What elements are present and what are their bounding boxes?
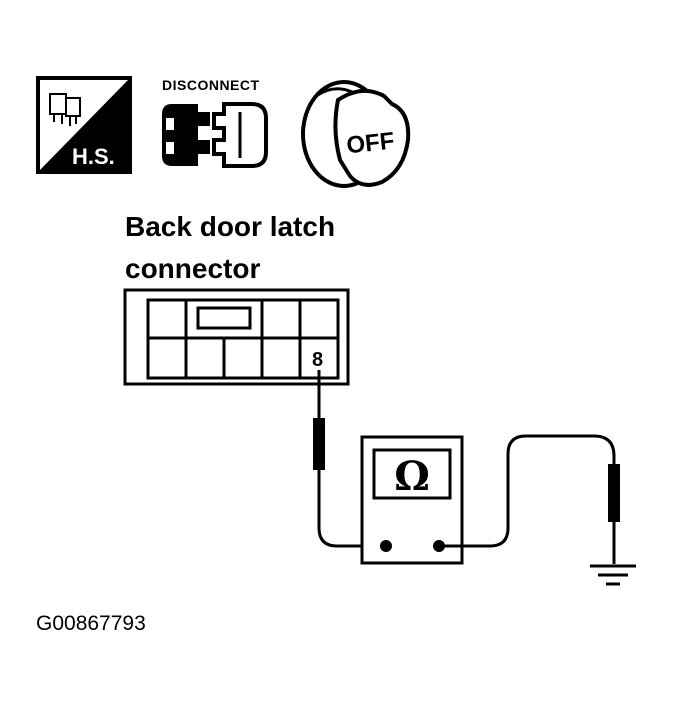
test-lead-left [313,370,386,548]
ignition-off-label: OFF [345,127,396,159]
connector-title-line2: connector [125,253,260,284]
ohmmeter-icon: Ω [360,435,464,565]
ground-symbol-icon [590,564,636,586]
harness-side-label: H.S. [72,144,115,169]
test-lead-right [439,434,620,564]
disconnect-connector-icon: DISCONNECT [162,77,268,168]
meter-terminal-negative [380,540,392,552]
disconnect-label: DISCONNECT [162,77,260,93]
harness-connector-icon: H.S. [36,76,132,174]
ignition-key-off-icon: OFF [301,80,411,188]
ohm-symbol: Ω [394,453,430,500]
connector-title-line1: Back door latch [125,211,335,242]
figure-id: G00867793 [36,612,146,635]
terminal-8-label: 8 [312,349,323,371]
back-door-latch-connector: 8 [123,288,350,386]
